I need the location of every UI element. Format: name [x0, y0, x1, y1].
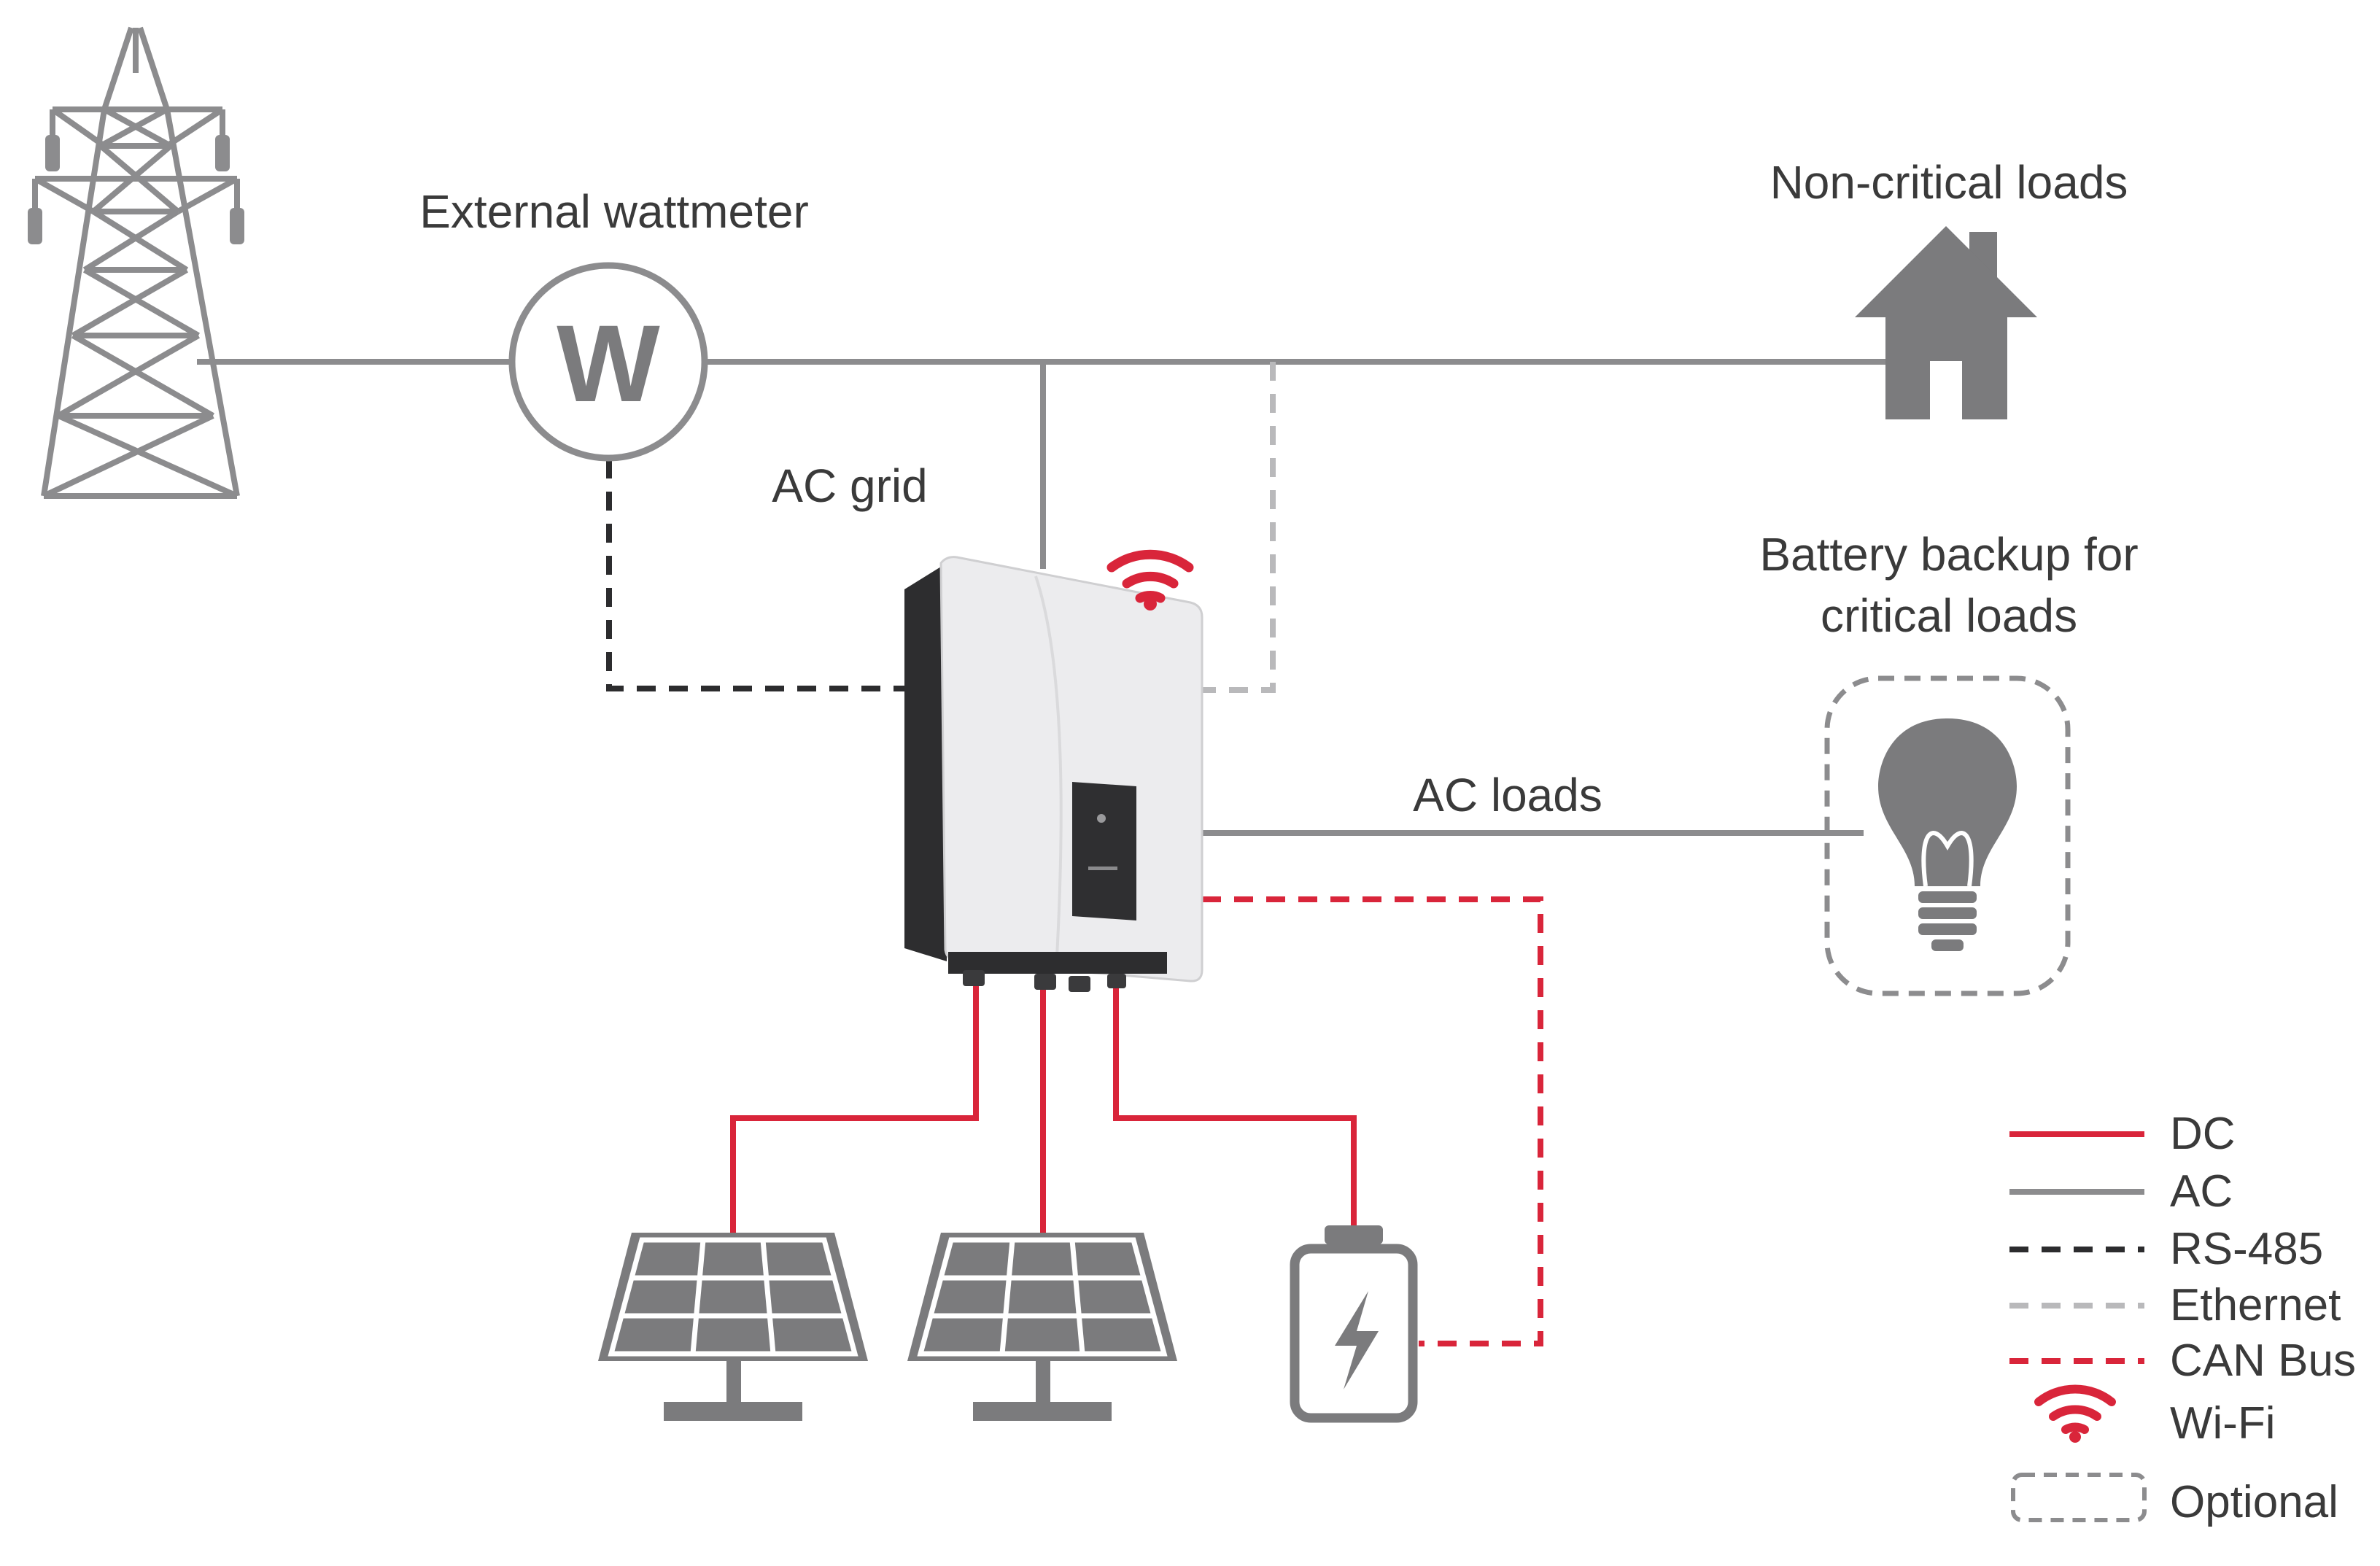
house-icon [1855, 226, 2037, 419]
legend-label-dc: DC [2170, 1109, 2236, 1159]
legend-label-rs485: RS-485 [2170, 1224, 2323, 1274]
battery-icon [1290, 1225, 1418, 1423]
wifi-icon [1106, 549, 1194, 603]
legend-swatch-optional [2011, 1473, 2147, 1522]
ac-lines [197, 359, 1889, 836]
legend-wifi-dot [2069, 1431, 2081, 1443]
solar-panel-2-grid [917, 1237, 1168, 1357]
transmission-tower-icon [32, 26, 240, 499]
wattmeter-symbol: W [557, 302, 660, 425]
legend-wifi-icon [2034, 1384, 2116, 1434]
inverter-device [904, 556, 1203, 992]
legend-label-optional: Optional [2170, 1477, 2338, 1527]
wattmeter-icon: W [508, 262, 708, 462]
label-ac-grid: AC grid [772, 460, 927, 512]
label-ac-loads: AC loads [1413, 769, 1602, 821]
solar-panel-1-grid [608, 1237, 858, 1357]
legend-label-wifi: Wi-Fi [2170, 1398, 2276, 1449]
wifi-dot [1144, 597, 1157, 610]
dc-line-battery [1113, 981, 1357, 1233]
lightbulb-icon [1878, 718, 2017, 951]
optional-box [1824, 675, 2071, 996]
dc-lines [730, 981, 1357, 1233]
legend-label-ethernet: Ethernet [2170, 1280, 2341, 1330]
label-battery-backup-line2: critical loads [1821, 589, 2077, 642]
solar-panel-icon [907, 1233, 1177, 1421]
house-door [1930, 361, 1962, 419]
label-non-critical-loads: Non-critical loads [1770, 156, 2128, 209]
can-bus-line [1202, 896, 1543, 1346]
legend-label-can-bus: CAN Bus [2170, 1336, 2356, 1386]
solar-panel-icon [598, 1233, 868, 1421]
label-external-wattmeter: External wattmeter [419, 185, 809, 238]
legend: DC AC RS-485 Ethernet CAN Bus Wi-Fi Opti… [2009, 1109, 2356, 1527]
ethernet-line [1202, 362, 1276, 693]
label-battery-backup-line1: Battery backup for [1759, 528, 2138, 581]
rs485-line [606, 460, 912, 691]
dc-line-solar-1 [730, 981, 979, 1233]
legend-label-ac: AC [2170, 1166, 2233, 1217]
tower-insulators [28, 135, 244, 244]
